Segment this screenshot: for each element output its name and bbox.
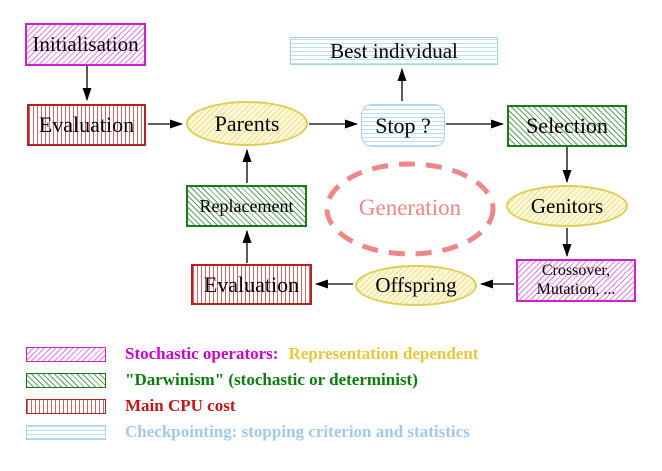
parents-ellipse: Parents: [186, 101, 308, 146]
crossover-label-line1: Crossover,: [541, 262, 611, 280]
legend-swatch-cyan-horizontal: [26, 424, 106, 440]
evaluation-bottom-box: Evaluation: [191, 264, 312, 305]
selection-label: Selection: [526, 113, 608, 138]
parents-label: Parents: [214, 110, 280, 136]
offspring-ellipse: Offspring: [355, 265, 477, 306]
stop-box: Stop ?: [361, 104, 445, 147]
legend-row-darwinism: "Darwinism" (stochastic or determinist): [26, 370, 418, 389]
main-cpu-cost-label: Main CPU cost: [125, 396, 236, 415]
replacement-box: Replacement: [186, 185, 307, 227]
evaluation-top-label: Evaluation: [38, 112, 135, 137]
evaluation-top-box: Evaluation: [27, 104, 146, 146]
crossover-label-line2: Mutation, ...: [536, 280, 616, 298]
legend-swatch-red-vertical: [26, 398, 106, 414]
best-individual-label: Best individual: [330, 38, 458, 63]
legend-text-stochastic: Stochastic operators: Representation depe…: [125, 344, 478, 364]
generation-label: Generation: [358, 195, 462, 220]
genitors-label: Genitors: [530, 193, 604, 218]
legend-row-stochastic-operators: Stochastic operators: Representation depe…: [26, 344, 478, 364]
evaluation-bottom-label: Evaluation: [203, 271, 300, 297]
initialisation-label: Initialisation: [32, 32, 139, 56]
stochastic-operators-label: Stochastic operators:: [125, 344, 279, 363]
legend-row-main-cpu-cost: Main CPU cost: [26, 396, 236, 415]
genitors-ellipse: Genitors: [506, 185, 628, 227]
best-individual-box: Best individual: [290, 37, 498, 65]
offspring-label: Offspring: [375, 273, 457, 297]
selection-box: Selection: [507, 105, 627, 147]
stop-label: Stop ?: [375, 112, 431, 138]
legend-swatch-green-diagonal: [26, 372, 106, 388]
initialisation-box: Initialisation: [25, 23, 146, 66]
checkpointing-label: Checkpointing: stopping criterion and st…: [125, 422, 470, 441]
replacement-label: Replacement: [199, 195, 294, 216]
crossover-mutation-box: Crossover, Mutation, ...: [516, 259, 636, 302]
legend-swatch-magenta-diagonal: [26, 346, 106, 362]
darwinism-label: "Darwinism" (stochastic or determinist): [125, 370, 418, 389]
representation-dependent-label: Representation dependent: [288, 344, 479, 363]
legend-row-checkpointing: Checkpointing: stopping criterion and st…: [26, 422, 470, 441]
